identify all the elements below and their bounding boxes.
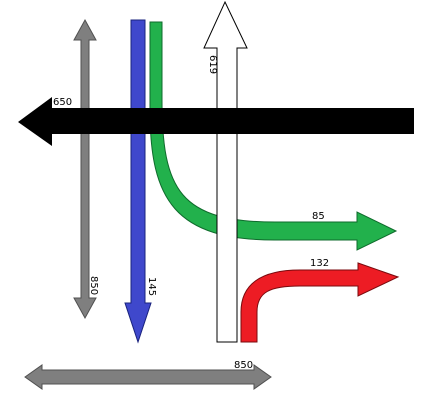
- green-curve-label: 85: [312, 211, 325, 222]
- white-up-arrow: [203, 0, 248, 343]
- black-left-arrow: [18, 97, 414, 146]
- gray-vertical-arrow: [73, 18, 97, 320]
- red-curve-arrow: [240, 262, 400, 343]
- gray-horizontal-label: 850: [234, 360, 253, 371]
- gray-vertical-flow: 850: [73, 18, 99, 320]
- gray-horizontal-arrow: [24, 364, 272, 390]
- blue-down-label: 145: [146, 277, 157, 296]
- black-left-label: 650: [53, 97, 72, 108]
- red-curve-flow: 132: [240, 258, 400, 343]
- white-up-flow: 619: [203, 0, 248, 343]
- green-curve-flow: 85: [149, 21, 398, 251]
- gray-horizontal-flow: 850: [24, 360, 272, 390]
- gray-vertical-label: 850: [88, 276, 99, 295]
- blue-down-flow: 145: [124, 19, 157, 344]
- red-curve-label: 132: [310, 258, 329, 269]
- black-left-flow: 650: [18, 97, 414, 146]
- white-up-label: 619: [207, 55, 218, 74]
- green-curve-arrow: [149, 21, 398, 251]
- blue-down-arrow: [124, 19, 152, 344]
